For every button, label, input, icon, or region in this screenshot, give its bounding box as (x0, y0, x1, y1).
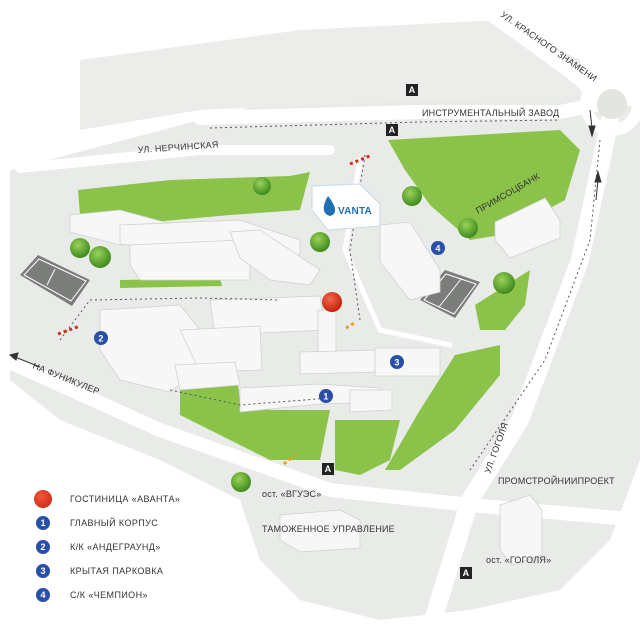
legend-item-parking: 3 КРЫТАЯ ПАРКОВКА (32, 559, 272, 583)
vanta-logo-text: VANTA (338, 206, 372, 217)
map-legend: ГОСТИНИЦА «АВАНТА» 1 ГЛАВНЫЙ КОРПУС 2 К/… (32, 487, 272, 607)
building-complex-mid (179, 325, 263, 373)
marker-1-number: 1 (323, 392, 328, 402)
bus-stop-a-label: A (409, 85, 416, 95)
arrows (8, 109, 602, 368)
legend-marker-1: 1 (36, 516, 50, 530)
bus-stop-a-gogolya[interactable]: A (460, 567, 472, 579)
roundabout (580, 72, 644, 136)
bus-stop-a-label: A (389, 125, 396, 135)
hotel-legend-marker (34, 490, 52, 508)
building-main-corpus-south (349, 389, 393, 413)
building-primsotsbank (494, 197, 561, 259)
marker-2[interactable]: 2 (94, 331, 108, 345)
bus-stop-a-label: A (463, 568, 470, 578)
legend-label: К/К «АНДЕГРАУНД» (70, 542, 161, 552)
legend-item-champion: 4 С/К «ЧЕМПИОН» (32, 583, 272, 607)
building-champion (379, 221, 441, 301)
hotel-marker[interactable] (322, 292, 342, 312)
place-label-tamozhnya: ТАМОЖЕННОЕ УПРАВЛЕНИЕ (262, 524, 395, 534)
vanta-logo: VANTA (311, 183, 381, 231)
legend-label: ГОСТИНИЦА «АВАНТА» (70, 494, 181, 504)
marker-4-number: 4 (435, 244, 440, 254)
place-label-stop-vguas: ост. «ВГУЭС» (262, 489, 321, 499)
tree-5 (70, 238, 90, 258)
marker-3-number: 3 (394, 358, 399, 368)
building-hotel (317, 309, 337, 353)
tree-2 (402, 186, 422, 206)
tree-6 (89, 246, 111, 268)
green-east (475, 270, 530, 330)
legend-item-hotel: ГОСТИНИЦА «АВАНТА» (32, 487, 272, 511)
tree-3 (458, 218, 478, 238)
building-tamozhnya (279, 509, 361, 553)
building-west-wing (129, 239, 251, 281)
street-label-instrumentalny: ИНСТРУМЕНТАЛЬНЫЙ ЗАВОД (422, 107, 559, 118)
tree-4 (310, 232, 330, 252)
ground-north (80, 20, 580, 130)
bus-stop-a-label: A (325, 464, 332, 474)
marker-2-number: 2 (98, 334, 103, 344)
marker-1[interactable]: 1 (319, 389, 333, 403)
tree-7 (493, 272, 515, 294)
bus-stop-a-vguas[interactable]: A (322, 463, 334, 475)
place-label-promstroy: ПРОМСТРОЙНИИПРОЕКТ (498, 475, 615, 486)
legend-item-underground: 2 К/К «АНДЕГРАУНД» (32, 535, 272, 559)
football-field-west (20, 255, 90, 306)
buildings (69, 197, 561, 566)
tree-8 (231, 472, 251, 492)
legend-label: С/К «ЧЕМПИОН» (70, 590, 148, 600)
green-north (78, 172, 310, 225)
legend-label: ГЛАВНЫЙ КОРПУС (70, 518, 159, 528)
marker-3[interactable]: 3 (390, 355, 404, 369)
place-label-stop-gogolya: ост. «ГОГОЛЯ» (486, 555, 551, 565)
legend-marker-2: 2 (36, 540, 50, 554)
tree-1 (253, 177, 271, 195)
building-parking (374, 347, 441, 377)
road-nerchinskaya (15, 145, 335, 173)
road-gogolya (421, 111, 619, 630)
legend-marker-3: 3 (36, 564, 50, 578)
bus-stop-a-north-2[interactable]: A (386, 124, 398, 136)
marker-4[interactable]: 4 (431, 241, 445, 255)
roundabout-center (597, 89, 627, 119)
bus-stop-a-north-1[interactable]: A (406, 84, 418, 96)
trees (70, 177, 515, 492)
legend-marker-4: 4 (36, 588, 50, 602)
road-instrumentalny (193, 98, 602, 125)
legend-item-main-corpus: 1 ГЛАВНЫЙ КОРПУС (32, 511, 272, 535)
green-southwest (180, 365, 330, 460)
green-southeast (385, 345, 500, 470)
green-south-center (335, 420, 400, 475)
gates (57, 153, 373, 466)
building-south-west (174, 361, 241, 391)
building-promstroy (499, 494, 543, 566)
walking-paths (59, 119, 601, 471)
green-strip (120, 278, 222, 288)
building-diagonal (229, 229, 321, 286)
legend-label: КРЫТАЯ ПАРКОВКА (70, 566, 164, 576)
building-hotel-base (299, 349, 381, 375)
